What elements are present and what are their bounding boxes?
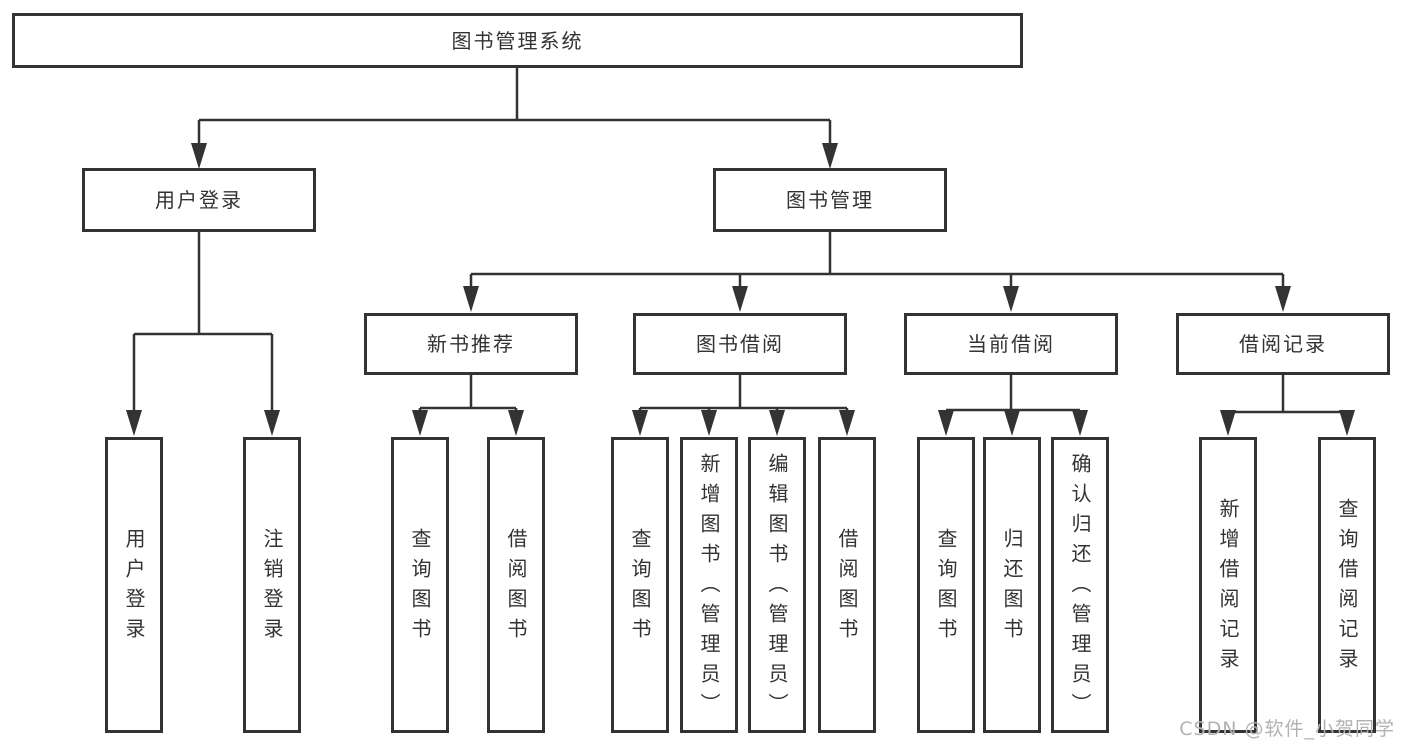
node-borrowing-records: 借阅记录 [1176, 313, 1390, 375]
node-label: 编辑图书（管理员） [765, 453, 789, 723]
node-label: 查询图书 [628, 528, 652, 648]
node-root: 图书管理系统 [12, 13, 1023, 68]
node-leaf-add-borrow-record: 新增借阅记录 [1199, 437, 1257, 733]
node-label: 用户登录 [122, 528, 146, 648]
node-label: 注销登录 [260, 528, 284, 648]
node-leaf-add-books-admin: 新增图书（管理员） [680, 437, 738, 733]
node-label: 借阅记录 [1239, 332, 1327, 356]
node-label: 借阅图书 [504, 528, 528, 648]
arrowheads [126, 143, 1355, 436]
node-label: 图书管理 [786, 188, 874, 212]
node-label: 新增借阅记录 [1216, 498, 1240, 678]
node-label: 查询图书 [408, 528, 432, 648]
tree-edges [132, 68, 1349, 418]
node-new-book-recommend: 新书推荐 [364, 313, 578, 375]
node-label: 查询借阅记录 [1335, 498, 1359, 678]
node-leaf-borrow-books: 借阅图书 [818, 437, 876, 733]
node-label: 用户登录 [155, 188, 243, 212]
node-label: 新书推荐 [427, 332, 515, 356]
node-label: 借阅图书 [835, 528, 859, 648]
node-user-login: 用户登录 [82, 168, 316, 232]
node-book-borrowing: 图书借阅 [633, 313, 847, 375]
node-leaf-borrow-books-recommend: 借阅图书 [487, 437, 545, 733]
node-leaf-confirm-return-admin: 确认归还（管理员） [1051, 437, 1109, 733]
node-label: 新增图书（管理员） [697, 453, 721, 723]
node-current-borrowing: 当前借阅 [904, 313, 1118, 375]
node-leaf-edit-books-admin: 编辑图书（管理员） [748, 437, 806, 733]
node-label: 归还图书 [1000, 528, 1024, 648]
watermark-text: CSDN @软件_小贺同学 [1179, 718, 1395, 740]
node-label: 当前借阅 [967, 332, 1055, 356]
node-leaf-return-books: 归还图书 [983, 437, 1041, 733]
node-leaf-logout: 注销登录 [243, 437, 301, 733]
node-leaf-query-books-current: 查询图书 [917, 437, 975, 733]
node-leaf-query-books-borrowing: 查询图书 [611, 437, 669, 733]
node-label: 查询图书 [934, 528, 958, 648]
node-label: 确认归还（管理员） [1068, 453, 1092, 723]
node-book-management: 图书管理 [713, 168, 947, 232]
node-label: 图书管理系统 [451, 28, 584, 53]
node-leaf-query-books-recommend: 查询图书 [391, 437, 449, 733]
node-leaf-user-login: 用户登录 [105, 437, 163, 733]
node-leaf-query-borrow-record: 查询借阅记录 [1318, 437, 1376, 733]
node-label: 图书借阅 [696, 332, 784, 356]
